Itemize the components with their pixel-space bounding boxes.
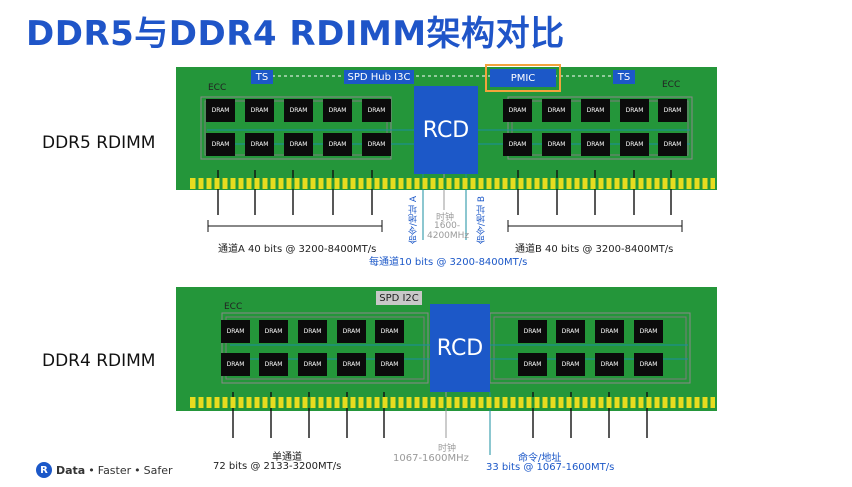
ddr5-ts-left: TS: [251, 70, 273, 84]
dram-chip: DRAM: [259, 353, 288, 376]
ddr5-ts-right: TS: [613, 70, 635, 84]
brand-data: Data: [56, 463, 86, 477]
dram-chip: DRAM: [337, 353, 366, 376]
ddr5-ecc-right: ECC: [662, 80, 681, 90]
ddr5-label: DDR5 RDIMM: [42, 133, 156, 153]
dram-chip: DRAM: [362, 99, 391, 122]
brand-logo: R Data • Faster • Safer: [36, 462, 173, 478]
ddr4-cmd-label: 命令/地址: [518, 453, 562, 464]
dram-chip: DRAM: [323, 99, 352, 122]
dram-chip: DRAM: [221, 353, 250, 376]
dram-chip: DRAM: [375, 353, 404, 376]
ddr5-channel-b: 通道B 40 bits @ 3200-8400MT/s: [515, 244, 674, 255]
dram-chip: DRAM: [542, 99, 571, 122]
ddr5-per-channel: 每通道10 bits @ 3200-8400MT/s: [369, 257, 528, 268]
ddr5-spd-hub: SPD Hub I3C: [344, 70, 414, 84]
dram-chip: DRAM: [245, 99, 274, 122]
dram-chip: DRAM: [337, 320, 366, 343]
dram-chip: DRAM: [259, 320, 288, 343]
ddr4-rcd: RCD: [430, 304, 490, 392]
dram-chip: DRAM: [658, 99, 687, 122]
dram-chip: DRAM: [375, 320, 404, 343]
page-title: DDR5与DDR4 RDIMM架构对比: [26, 14, 565, 54]
ddr4-spd: SPD I2C: [376, 291, 422, 305]
dram-chip: DRAM: [503, 133, 532, 156]
dram-chip: DRAM: [658, 133, 687, 156]
ddr5-clock-range-2: 4200MHz: [427, 231, 470, 241]
dram-chip: DRAM: [323, 133, 352, 156]
ddr4-ecc: ECC: [224, 302, 243, 312]
dram-chip: DRAM: [284, 133, 313, 156]
ddr5-ecc-left: ECC: [208, 83, 227, 93]
ddr5-clock-label: 时钟: [436, 213, 455, 223]
dram-chip: DRAM: [581, 133, 610, 156]
dram-chip: DRAM: [503, 99, 532, 122]
dram-chip: DRAM: [556, 353, 585, 376]
dram-chip: DRAM: [518, 353, 547, 376]
dram-chip: DRAM: [556, 320, 585, 343]
dram-chip: DRAM: [634, 320, 663, 343]
brand-dot: •: [88, 463, 95, 477]
dram-chip: DRAM: [298, 320, 327, 343]
ddr4-clock-label: 时钟: [438, 444, 457, 454]
dram-chip: DRAM: [298, 353, 327, 376]
ddr4-label: DDR4 RDIMM: [42, 351, 156, 371]
dram-chip: DRAM: [595, 353, 624, 376]
dram-chip: DRAM: [620, 99, 649, 122]
dram-chip: DRAM: [206, 99, 235, 122]
dram-chip: DRAM: [595, 320, 624, 343]
dram-chip: DRAM: [542, 133, 571, 156]
ddr4-single-channel: 单通道: [272, 452, 302, 463]
ddr5-channel-a: 通道A 40 bits @ 3200-8400MT/s: [218, 244, 377, 255]
dram-chip: DRAM: [620, 133, 649, 156]
dram-chip: DRAM: [206, 133, 235, 156]
ddr5-rcd: RCD: [414, 86, 478, 174]
dram-chip: DRAM: [284, 99, 313, 122]
ddr5-clock-range-1: 1600-: [434, 221, 461, 231]
dram-chip: DRAM: [518, 320, 547, 343]
brand-dot: •: [134, 463, 141, 477]
brand-badge-icon: R: [36, 462, 52, 478]
dram-chip: DRAM: [245, 133, 274, 156]
ddr4-cmd-bits: 33 bits @ 1067-1600MT/s: [486, 462, 615, 473]
ddr5-pmic: PMIC: [485, 64, 561, 92]
dram-chip: DRAM: [362, 133, 391, 156]
dram-chip: DRAM: [581, 99, 610, 122]
dram-chip: DRAM: [634, 353, 663, 376]
ddr4-clock-range: 1067-1600MHz: [393, 453, 469, 464]
brand-faster: Faster: [97, 463, 132, 477]
brand-safer: Safer: [143, 463, 173, 477]
dram-chip: DRAM: [221, 320, 250, 343]
ddr4-bits: 72 bits @ 2133-3200MT/s: [213, 461, 342, 472]
